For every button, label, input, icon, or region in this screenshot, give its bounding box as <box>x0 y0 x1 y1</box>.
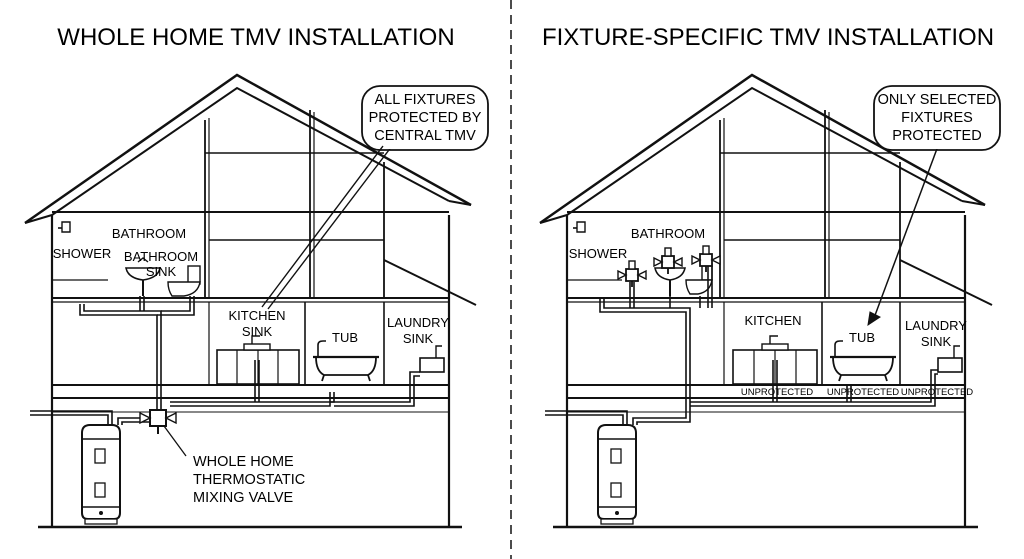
left-house <box>24 73 477 529</box>
bathroom-label: BATHROOM <box>112 226 186 241</box>
valve-label-1: WHOLE HOME <box>193 454 294 470</box>
svg-text:PROTECTED: PROTECTED <box>892 128 981 144</box>
shower-head-icon <box>58 221 71 233</box>
unprotected-tub-label: UNPROTECTED <box>827 387 899 398</box>
shower-head-icon <box>573 221 586 233</box>
left-callout-bubble <box>261 85 489 310</box>
laundry-sink-icon <box>419 345 445 373</box>
left-room-labels: BATHROOM SHOWER BATHROOM SINK KITCHEN SI… <box>53 226 450 506</box>
unprotected-laundry-label: UNPROTECTED <box>901 387 973 398</box>
shower-tmv-icon <box>617 260 647 288</box>
right-fixtures <box>573 221 963 385</box>
kitchen-sink-label-1: KITCHEN <box>228 308 285 323</box>
right-title: FIXTURE-SPECIFIC TMV INSTALLATION <box>542 24 994 51</box>
toilet-icon <box>167 265 201 297</box>
valve-leader-line <box>163 425 187 457</box>
bathroom-sink-icon <box>125 257 161 296</box>
laundry-sink-label-2: SINK <box>403 331 434 346</box>
svg-text:PROTECTED BY: PROTECTED BY <box>369 110 482 126</box>
water-heater-icon <box>81 424 121 525</box>
right-pipes <box>545 266 938 425</box>
central-tmv-icon <box>139 409 177 434</box>
kitchen-label: KITCHEN <box>744 313 801 328</box>
unprotected-kitchen-label: UNPROTECTED <box>741 387 813 398</box>
left-title: WHOLE HOME TMV INSTALLATION <box>57 24 454 51</box>
valve-label-2: THERMOSTATIC <box>193 472 305 488</box>
bathroom-sink-label-1: BATHROOM <box>124 249 198 264</box>
bathroom-sink-icon <box>654 267 686 296</box>
valve-label-3: MIXING VALVE <box>193 490 294 506</box>
water-heater-icon <box>597 424 637 525</box>
kitchen-cabinet-icon <box>216 335 300 385</box>
shower-label: SHOWER <box>53 246 112 261</box>
svg-text:ALL FIXTURES: ALL FIXTURES <box>375 92 476 108</box>
tub-label: TUB <box>849 330 875 345</box>
svg-text:CENTRAL TMV: CENTRAL TMV <box>374 128 476 144</box>
bathroom-label: BATHROOM <box>631 226 705 241</box>
right-callout-text: ONLY SELECTED FIXTURES PROTECTED <box>878 92 997 144</box>
laundry-sink-label-1: LAUNDRY <box>905 318 967 333</box>
right-room-labels: BATHROOM SHOWER KITCHEN TUB LAUNDRY SINK <box>569 226 968 349</box>
toilet-icon <box>685 263 713 295</box>
svg-text:ONLY SELECTED: ONLY SELECTED <box>878 92 997 108</box>
right-callout-bubble <box>867 85 1001 327</box>
toilet-tmv-icon <box>691 245 721 273</box>
laundry-sink-label-2: SINK <box>921 334 952 349</box>
left-pipes <box>30 296 420 425</box>
shower-label: SHOWER <box>569 246 628 261</box>
left-callout-text: ALL FIXTURES PROTECTED BY CENTRAL TMV <box>369 92 482 144</box>
kitchen-sink-label-2: SINK <box>242 324 273 339</box>
svg-text:FIXTURES: FIXTURES <box>901 110 973 126</box>
kitchen-cabinet-icon <box>732 335 818 385</box>
tub-icon <box>311 339 381 383</box>
laundry-sink-icon <box>937 345 963 373</box>
right-house <box>539 73 993 529</box>
unprotected-labels: UNPROTECTED UNPROTECTED UNPROTECTED <box>741 387 973 398</box>
left-fixtures <box>58 221 445 385</box>
tub-icon <box>828 339 898 383</box>
tub-label: TUB <box>332 330 358 345</box>
bathroom-sink-label-2: SINK <box>146 264 177 279</box>
laundry-sink-label-1: LAUNDRY <box>387 315 449 330</box>
